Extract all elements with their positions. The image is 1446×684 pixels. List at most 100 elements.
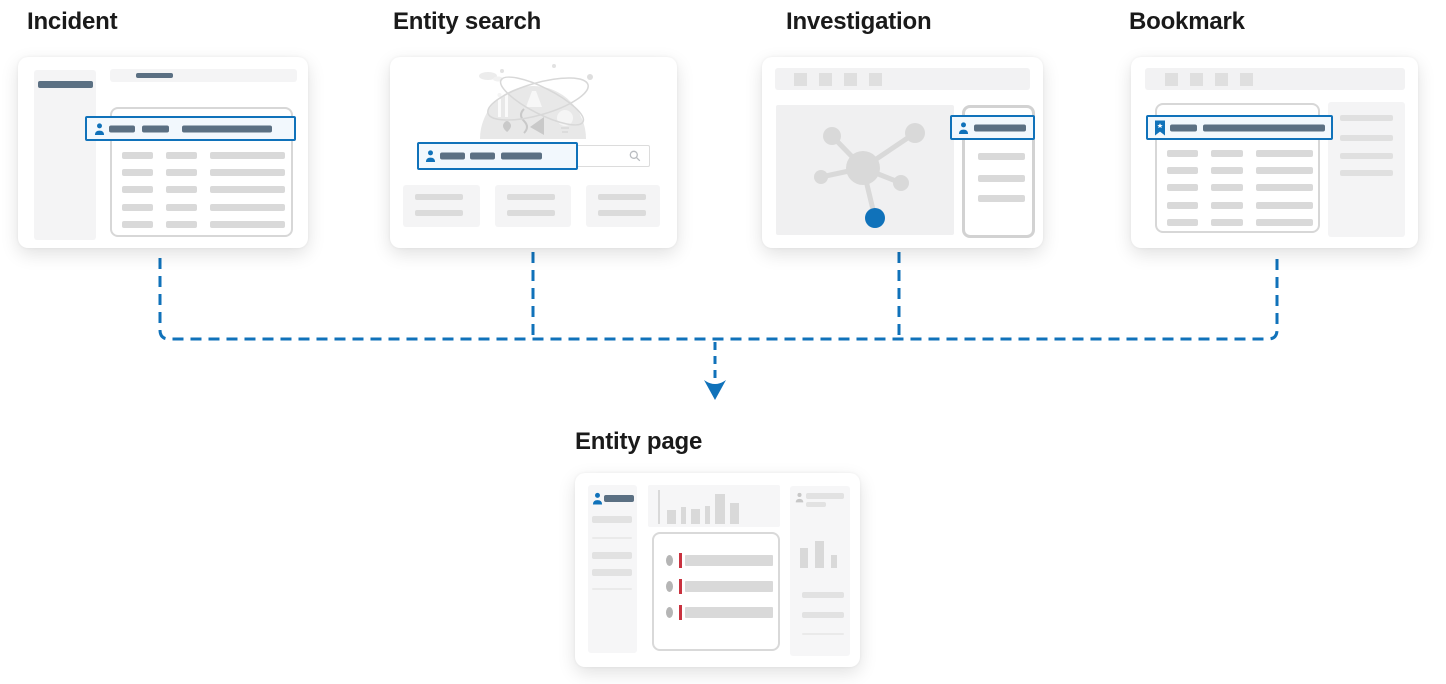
person-icon bbox=[795, 492, 804, 503]
search-illustration bbox=[479, 64, 593, 139]
table-row bbox=[1167, 167, 1313, 174]
incident-card bbox=[18, 57, 308, 248]
alert-text-bar bbox=[685, 581, 773, 592]
text-bar bbox=[806, 493, 844, 499]
timeline-bars bbox=[667, 490, 739, 524]
alerts-list bbox=[652, 532, 780, 651]
timeline-chart bbox=[648, 485, 780, 527]
card-title-entity-search: Entity search bbox=[393, 8, 542, 35]
graph-node bbox=[814, 170, 828, 184]
graph-canvas bbox=[776, 105, 954, 235]
entity-page-card bbox=[575, 473, 860, 667]
bullet-ellipse bbox=[666, 555, 673, 566]
text-bar bbox=[182, 125, 272, 132]
entity-name-bar bbox=[604, 495, 634, 502]
person-icon bbox=[94, 122, 105, 135]
table-row bbox=[122, 152, 285, 159]
graph-node bbox=[905, 123, 925, 143]
selected-bookmark-row bbox=[1146, 115, 1333, 140]
result-card bbox=[586, 185, 660, 227]
text-bar bbox=[1170, 124, 1197, 131]
text-bar bbox=[592, 516, 632, 523]
alert-item bbox=[654, 605, 778, 621]
text-bar bbox=[978, 153, 1025, 160]
text-bar bbox=[978, 195, 1025, 202]
text-bar bbox=[592, 552, 632, 559]
side-panel bbox=[1328, 102, 1405, 237]
result-card bbox=[403, 185, 480, 227]
selected-entity-chip bbox=[417, 142, 578, 170]
text-bar bbox=[470, 152, 495, 160]
selected-entity-node bbox=[865, 208, 885, 228]
toolbar-placeholder bbox=[775, 68, 1030, 90]
sidebar-placeholder bbox=[34, 70, 96, 240]
divider bbox=[592, 588, 632, 590]
toolbar-buttons-placeholder bbox=[1165, 73, 1253, 86]
toolbar-placeholder bbox=[1145, 68, 1405, 90]
table-row bbox=[1167, 184, 1313, 191]
selected-entity-row bbox=[950, 115, 1035, 140]
text-bar bbox=[501, 152, 542, 160]
text-bar bbox=[802, 592, 844, 598]
table-row bbox=[122, 204, 285, 211]
card-title-entity-page: Entity page bbox=[575, 428, 703, 455]
person-icon bbox=[425, 150, 436, 162]
divider bbox=[802, 633, 844, 635]
investigation-card bbox=[762, 57, 1043, 248]
entity-info-panel bbox=[588, 485, 637, 653]
bullet-ellipse bbox=[666, 607, 673, 618]
text-bar bbox=[974, 124, 1026, 131]
alert-item bbox=[654, 553, 778, 569]
text-bar bbox=[598, 194, 646, 200]
entity-search-card bbox=[390, 57, 677, 248]
text-bar bbox=[598, 210, 646, 216]
person-icon bbox=[958, 121, 969, 134]
bookmark-icon bbox=[1155, 120, 1165, 135]
insights-panel bbox=[790, 486, 850, 656]
sidebar-title-bar bbox=[38, 81, 93, 88]
header-title-bar bbox=[136, 73, 173, 78]
divider bbox=[592, 537, 632, 539]
text-bar bbox=[440, 152, 465, 160]
flow-arrow-icon bbox=[704, 342, 726, 400]
table-row bbox=[122, 186, 285, 193]
text-bar bbox=[1340, 115, 1393, 121]
text-bar bbox=[1340, 153, 1393, 159]
text-bar bbox=[978, 175, 1025, 182]
chart-axis bbox=[658, 490, 660, 524]
text-bar bbox=[142, 125, 169, 132]
text-bar bbox=[415, 210, 463, 216]
table-row bbox=[1167, 202, 1313, 209]
card-title-incident: Incident bbox=[27, 8, 118, 35]
text-bar bbox=[806, 502, 826, 507]
text-bar bbox=[415, 194, 463, 200]
alert-item bbox=[654, 579, 778, 595]
severity-marker bbox=[679, 579, 682, 594]
result-card bbox=[495, 185, 571, 227]
bookmark-card bbox=[1131, 57, 1418, 248]
alert-text-bar bbox=[685, 555, 773, 566]
bullet-ellipse bbox=[666, 581, 673, 592]
text-bar bbox=[1340, 135, 1393, 141]
alert-text-bar bbox=[685, 607, 773, 618]
table-row bbox=[122, 169, 285, 176]
table-row bbox=[1167, 219, 1313, 226]
graph-central-node bbox=[846, 151, 880, 185]
toolbar-buttons-placeholder bbox=[794, 73, 882, 86]
header-placeholder bbox=[110, 69, 297, 82]
text-bar bbox=[507, 210, 555, 216]
text-bar bbox=[802, 612, 844, 618]
severity-marker bbox=[679, 553, 682, 568]
investigation-graph bbox=[814, 123, 925, 228]
text-bar bbox=[592, 569, 632, 576]
table-row bbox=[1167, 150, 1313, 157]
card-title-bookmark: Bookmark bbox=[1129, 8, 1245, 35]
card-title-investigation: Investigation bbox=[786, 8, 932, 35]
selected-entity-row bbox=[85, 116, 296, 141]
severity-marker bbox=[679, 605, 682, 620]
text-bar bbox=[1203, 124, 1325, 131]
text-bar bbox=[109, 125, 135, 132]
text-bar bbox=[1340, 170, 1393, 176]
person-icon bbox=[592, 492, 603, 505]
